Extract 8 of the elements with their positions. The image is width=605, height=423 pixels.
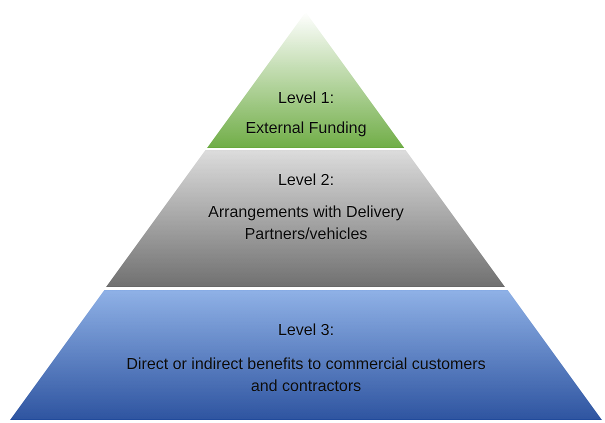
tier-heading: Level 3: — [278, 321, 334, 341]
pyramid-tier — [10, 290, 602, 420]
tier-text: Direct or indirect benefits to commercial customers and contractors — [125, 355, 487, 397]
tier-heading: Level 2: — [278, 171, 334, 191]
tier-heading: Level 1: — [278, 89, 334, 109]
tier-text: External Funding — [246, 119, 366, 139]
pyramid-tier — [106, 150, 506, 287]
tier-text: Arrangements with Delivery Partners/vehicles — [207, 203, 405, 245]
